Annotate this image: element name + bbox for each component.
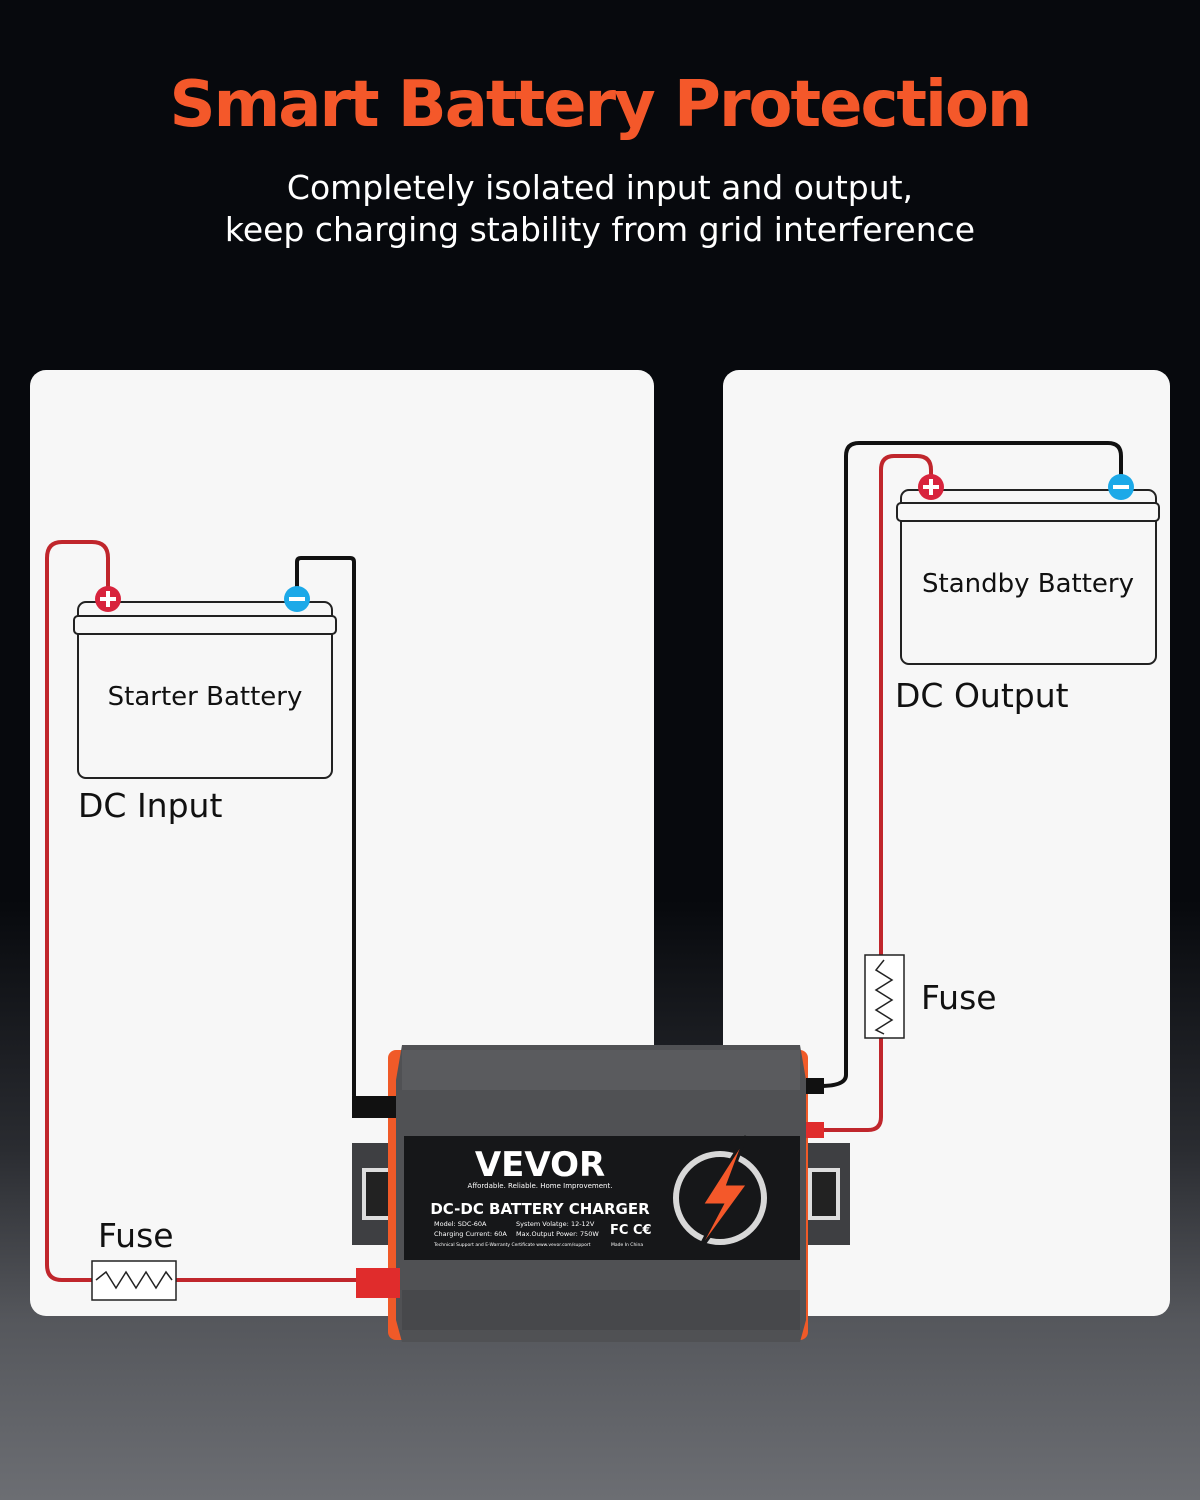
output-negative-connector [806,1078,824,1094]
device-spec-support: Technical Support and E-Warranty Certifi… [433,1242,591,1248]
right-negative-wire [819,441,1123,1088]
device-cert-marks: FC C€ [610,1223,652,1238]
left-fuse-icon [91,1260,177,1301]
right-fuse-icon [864,954,905,1039]
device-spec-current: Charging Current: 60A [434,1230,507,1238]
dc-output-label: DC Output [895,676,1069,715]
device-spec-origin: Made In China [611,1242,643,1248]
device-spec-power: Max.Output Power: 750W [516,1230,599,1238]
dc-input-label: DC Input [78,786,222,825]
device-product-name: DC-DC BATTERY CHARGER [430,1200,650,1218]
starter-positive-terminal-icon [95,586,121,612]
subtitle-line-2: keep charging stability from grid interf… [224,210,976,249]
left-positive-wire [45,540,370,1282]
lightning-bolt-icon [673,1135,767,1259]
dc-dc-charger-device: VEVOR Affordable. Reliable. Home Improve… [352,1045,850,1342]
standby-battery-label: Standby Battery [922,569,1134,599]
standby-positive-terminal-icon [918,474,944,500]
right-fuse-label: Fuse [921,978,997,1017]
left-fuse-label: Fuse [98,1216,174,1255]
device-spec-voltage: System Volatge: 12-12V [516,1220,595,1228]
right-positive-wire [820,454,933,1132]
device-tagline: Affordable. Reliable. Home Improvement. [468,1182,613,1190]
standby-battery: Standby Battery [896,489,1160,665]
starter-negative-terminal-icon [284,586,310,612]
standby-negative-terminal-icon [1108,474,1134,500]
left-negative-wire [295,556,363,1112]
input-negative-connector [352,1096,396,1118]
device-spec-model: Model: SDC-60A [434,1220,487,1228]
output-positive-connector [806,1122,824,1138]
device-brand: VEVOR [475,1145,605,1185]
subtitle-line-1: Completely isolated input and output, [286,168,914,207]
input-positive-connector [356,1268,400,1298]
starter-battery-label: Starter Battery [108,682,303,712]
starter-battery: Starter Battery [73,601,337,779]
page-title: Smart Battery Protection [169,68,1033,142]
